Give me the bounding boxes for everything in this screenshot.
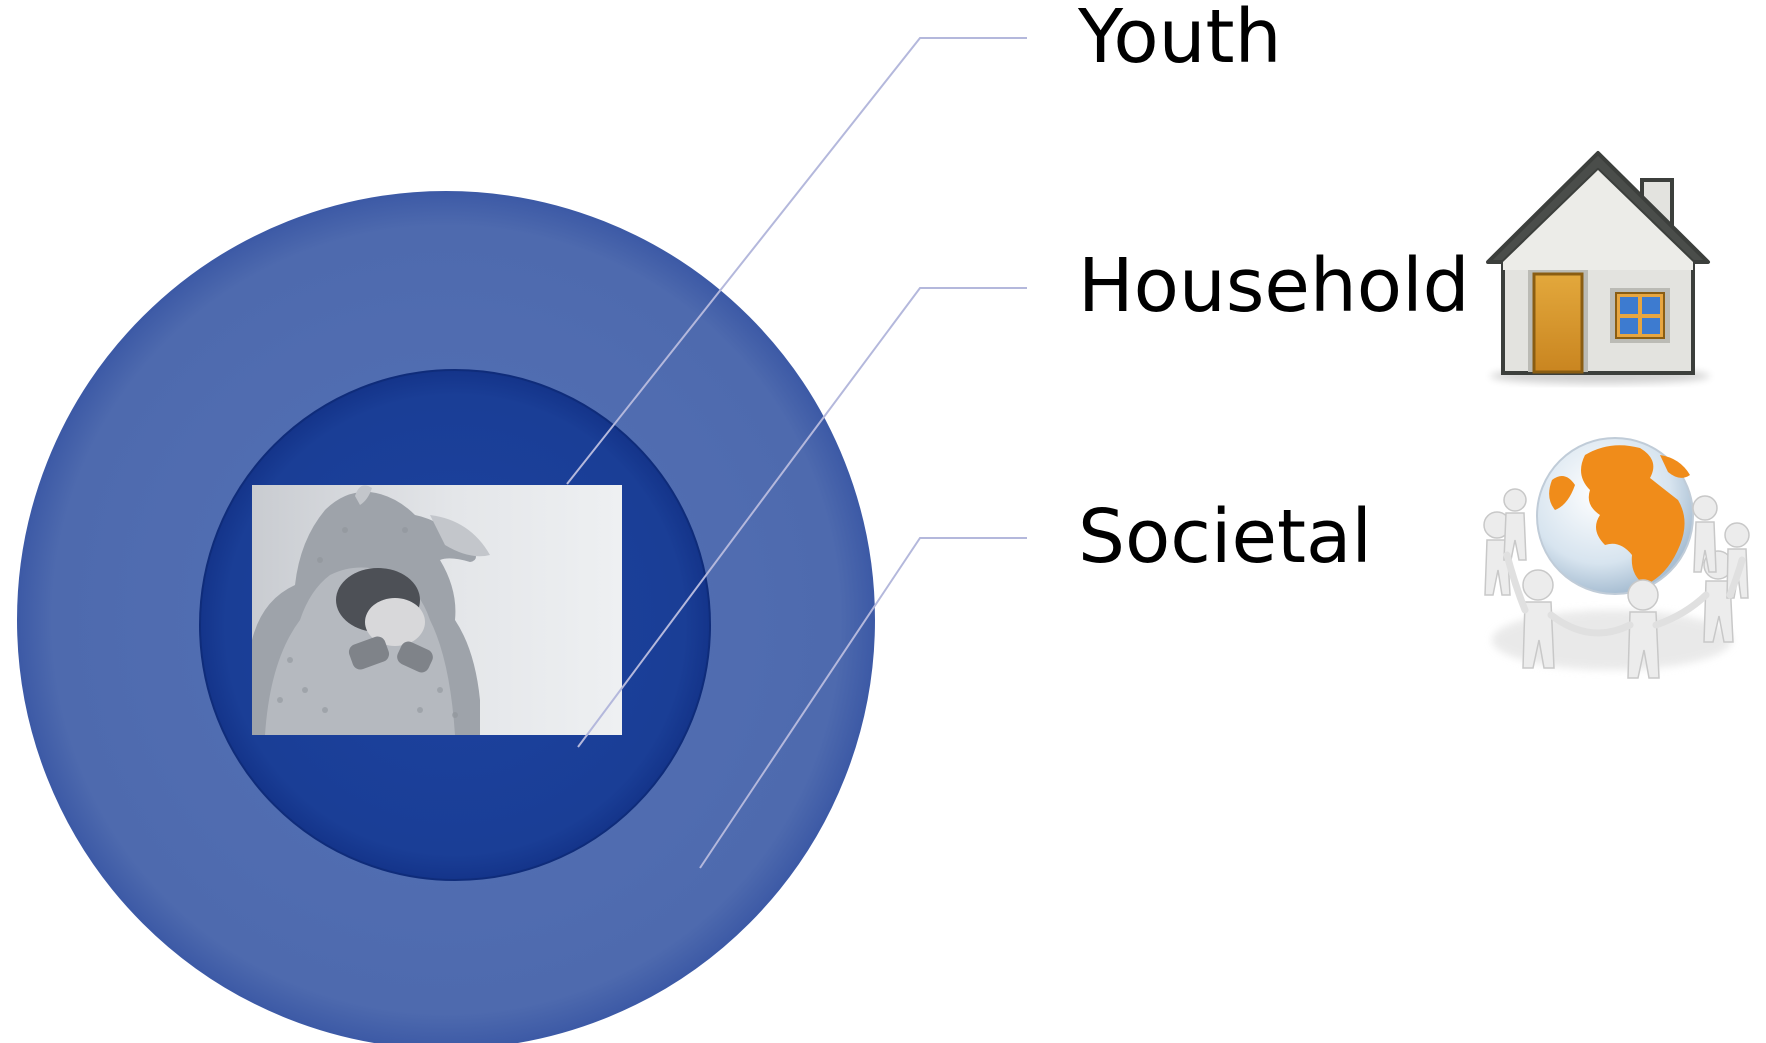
household-leader-line bbox=[577, 287, 1027, 748]
household-label: Household bbox=[1078, 243, 1470, 329]
house-icon bbox=[1486, 151, 1710, 384]
youth-leader-line bbox=[566, 37, 1027, 485]
youth-label: Youth bbox=[1078, 0, 1282, 80]
people-around-globe-icon bbox=[1460, 437, 1766, 710]
youth-photo bbox=[252, 485, 622, 735]
societal-leader-line bbox=[699, 537, 1027, 869]
societal-label: Societal bbox=[1078, 494, 1372, 580]
